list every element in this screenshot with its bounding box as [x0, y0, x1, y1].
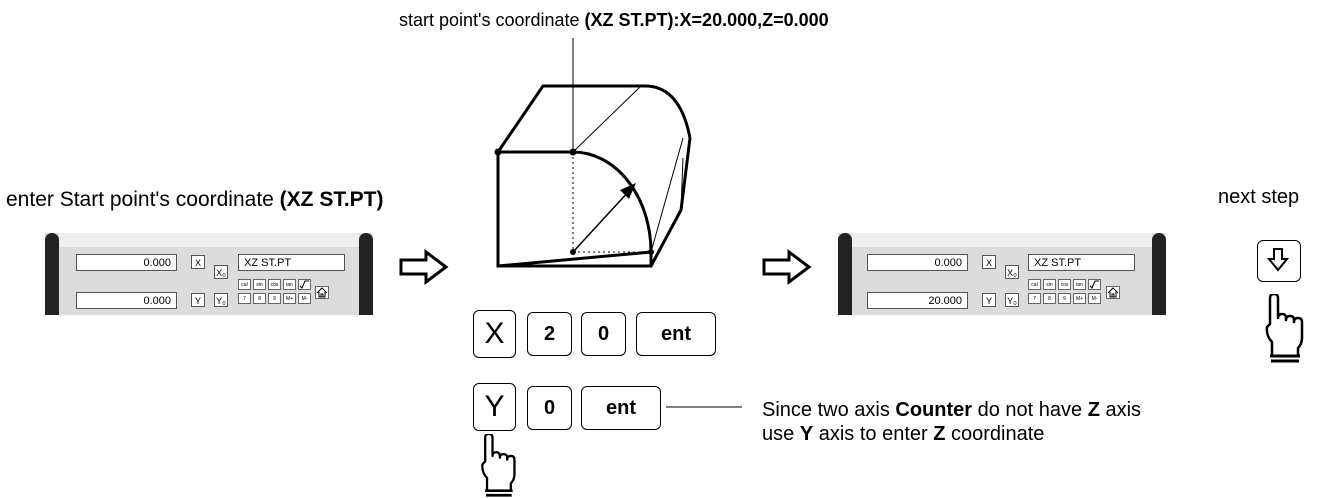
key-0[interactable]: 0	[581, 312, 626, 356]
sqrt-key[interactable]	[298, 279, 311, 290]
key-0[interactable]: 0	[527, 386, 572, 430]
home-key[interactable]	[315, 286, 329, 299]
y-axis-button[interactable]: Y	[191, 293, 205, 307]
key-0-label: 0	[543, 397, 556, 419]
left-label-bold: (XZ ST.PT)	[279, 188, 384, 211]
y-display: 20.000	[867, 292, 968, 309]
start-point	[569, 148, 577, 156]
mode-display: XZ ST.PT	[1028, 254, 1135, 271]
sin-key[interactable]: sin	[1043, 279, 1056, 290]
m-plus-key[interactable]: M+	[1073, 293, 1086, 304]
key-9[interactable]: 9	[268, 293, 281, 304]
key-2-label: 2	[543, 323, 556, 345]
cal-key[interactable]: cal	[238, 279, 251, 290]
start-point-caption: start point's coordinate (XZ ST.PT):X=20…	[399, 10, 829, 31]
caption-prefix: start point's coordinate	[399, 10, 585, 30]
y-axis-button[interactable]: Y	[982, 293, 996, 307]
caption-bold: (XZ ST.PT)	[584, 10, 674, 30]
m-minus-key[interactable]: M-	[1088, 293, 1101, 304]
workpiece-diagram	[494, 38, 692, 268]
tan-key[interactable]: tan	[283, 279, 296, 290]
x-axis-button[interactable]: X	[191, 255, 205, 269]
key-x-label: X	[484, 317, 505, 350]
center-point	[570, 249, 576, 255]
home-icon	[316, 287, 328, 298]
cos-key[interactable]: cos	[1058, 279, 1071, 290]
y-zero-button[interactable]: Y₀	[214, 293, 228, 307]
pointing-hand-icon	[1265, 294, 1304, 363]
key-0-label: 0	[597, 323, 610, 345]
next-step-label: next step	[1218, 186, 1300, 208]
note-line-1: Since two axis Counter do not have Z axi…	[762, 399, 1142, 421]
y-display: 0.000	[76, 292, 177, 309]
axis-note: Since two axis Counter do not have Z axi…	[762, 398, 1141, 446]
key-7[interactable]: 7	[238, 293, 251, 304]
key-8[interactable]: 8	[1043, 293, 1056, 304]
mode-display: XZ ST.PT	[238, 254, 345, 271]
cal-key[interactable]: cal	[1028, 279, 1041, 290]
left-label-prefix: enter Start point's coordinate	[6, 188, 280, 211]
tan-key[interactable]: tan	[1073, 279, 1086, 290]
x-axis-button[interactable]: X	[982, 255, 996, 269]
y-zero-button[interactable]: Y₀	[1005, 293, 1019, 307]
enter-key-label: ent	[606, 397, 636, 419]
key-2[interactable]: 2	[527, 312, 572, 356]
enter-key-label: ent	[661, 323, 691, 345]
x-display: 0.000	[867, 254, 968, 271]
key-y[interactable]: Y	[473, 383, 516, 431]
key-x[interactable]: X	[473, 310, 516, 358]
sin-key[interactable]: sin	[253, 279, 266, 290]
enter-start-point-label: enter Start point's coordinate (XZ ST.PT…	[6, 188, 384, 212]
sqrt-key[interactable]	[1088, 279, 1101, 290]
dro-panel-after: 0.000 X X₀ XZ ST.PT 20.000 Y Y₀ cal sin …	[838, 233, 1166, 315]
key-y-label: Y	[484, 390, 505, 423]
key-8[interactable]: 8	[253, 293, 266, 304]
key-7[interactable]: 7	[1028, 293, 1041, 304]
down-arrow-icon	[1267, 248, 1290, 272]
key-9[interactable]: 9	[1058, 293, 1071, 304]
x-zero-button[interactable]: X₀	[214, 265, 228, 279]
corner-point	[494, 148, 502, 156]
note-leader-line	[666, 406, 742, 408]
right-arrow-icon	[399, 249, 449, 285]
m-plus-key[interactable]: M+	[283, 293, 296, 304]
sqrt-icon	[1089, 280, 1099, 289]
m-minus-key[interactable]: M-	[298, 293, 311, 304]
x-display: 0.000	[76, 254, 177, 271]
x-zero-button[interactable]: X₀	[1005, 265, 1019, 279]
caption-suffix: :X=20.000,Z=0.000	[673, 10, 829, 30]
enter-key[interactable]: ent	[581, 386, 661, 430]
end-point	[648, 249, 654, 255]
sqrt-icon	[299, 280, 309, 289]
down-arrow-key[interactable]	[1257, 240, 1301, 282]
home-icon	[1107, 287, 1119, 298]
pointing-hand-icon	[481, 434, 516, 497]
dro-panel-before: 0.000 X X₀ XZ ST.PT 0.000 Y Y₀ cal sin c…	[45, 233, 373, 315]
enter-key[interactable]: ent	[636, 312, 716, 356]
home-key[interactable]	[1106, 286, 1120, 299]
cos-key[interactable]: cos	[268, 279, 281, 290]
note-line-2: use Y axis to enter Z coordinate	[762, 423, 1045, 445]
right-arrow-icon	[762, 249, 812, 285]
